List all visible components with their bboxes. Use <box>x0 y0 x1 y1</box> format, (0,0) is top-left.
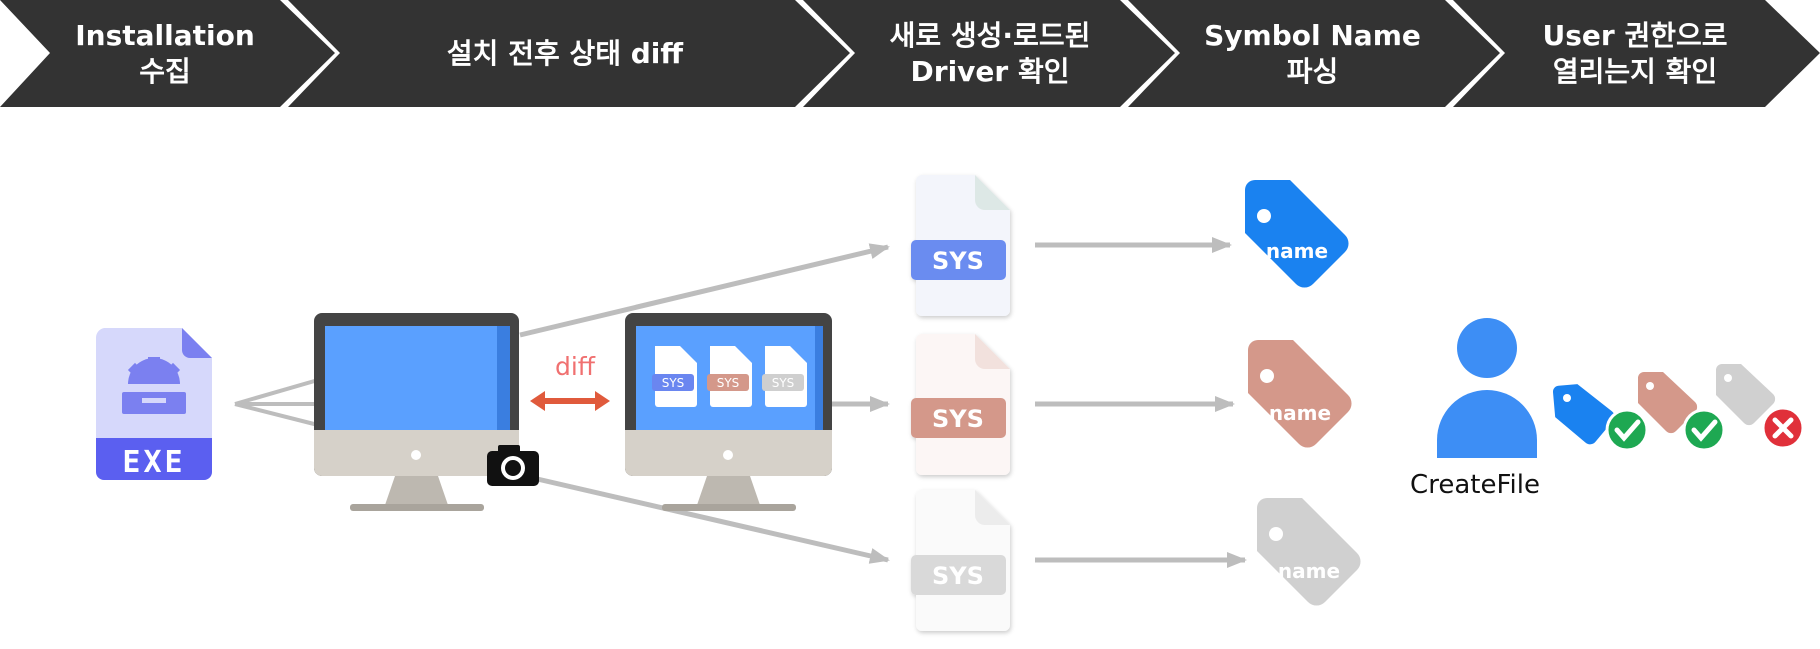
monitor-before <box>314 313 519 511</box>
step-label-2: 설치 전후 상태 diff <box>446 36 684 70</box>
name-tag-3 <box>1257 498 1361 606</box>
step-label-1: Installation 수집 <box>75 18 255 88</box>
exe-file-icon <box>95 328 212 480</box>
name-tag-2 <box>1248 340 1352 448</box>
driver-file-1 <box>911 175 1010 316</box>
driver-to-tag-arrows <box>1035 237 1247 568</box>
name-tag-1 <box>1245 180 1349 288</box>
monitor-after <box>625 313 832 511</box>
check-icon-1 <box>1605 408 1649 452</box>
name-tag-label-3: name <box>1278 559 1340 583</box>
createfile-label: CreateFile <box>1410 470 1540 500</box>
name-tag-label-1: name <box>1266 239 1328 263</box>
check-icon-2 <box>1682 408 1726 452</box>
step-label-4: Symbol Name 파싱 <box>1204 18 1421 88</box>
mini-sys-file-1 <box>652 346 697 407</box>
step-chevron-2 <box>288 0 850 107</box>
gear-icon <box>122 357 186 414</box>
cross-icon <box>1761 406 1805 450</box>
camera-icon <box>487 445 539 486</box>
result-tag-blue <box>1553 384 1615 445</box>
mini-sys-label-1: SYS <box>662 376 685 390</box>
step-chevron-5 <box>1453 0 1820 107</box>
mini-sys-file-3 <box>762 346 807 407</box>
exe-connectors <box>234 378 319 427</box>
mini-sys-label-3: SYS <box>772 376 795 390</box>
mini-sys-file-2 <box>707 346 752 407</box>
user-icon <box>1437 318 1537 458</box>
step-label-5: User 권한으로 열리는지 확인 <box>1542 18 1728 88</box>
step-chevron-4 <box>1128 0 1500 107</box>
driver-file-2 <box>911 334 1010 475</box>
exe-label: EXE <box>122 445 185 480</box>
process-banner <box>0 0 1820 107</box>
diff-label: diff <box>554 352 596 381</box>
driver-label-2: SYS <box>932 405 984 433</box>
diff-arrow <box>530 391 610 411</box>
driver-label-1: SYS <box>932 247 984 275</box>
step-chevron-3 <box>803 0 1175 107</box>
driver-file-3 <box>911 490 1010 631</box>
result-tag-salmon <box>1638 372 1698 434</box>
name-tag-label-2: name <box>1269 401 1331 425</box>
driver-label-3: SYS <box>932 562 984 590</box>
mini-sys-label-2: SYS <box>717 376 740 390</box>
step-label-3: 새로 생성·로드된 Driver 확인 <box>889 18 1091 88</box>
step-chevron-1 <box>0 0 335 107</box>
result-tag-gray <box>1716 364 1776 426</box>
